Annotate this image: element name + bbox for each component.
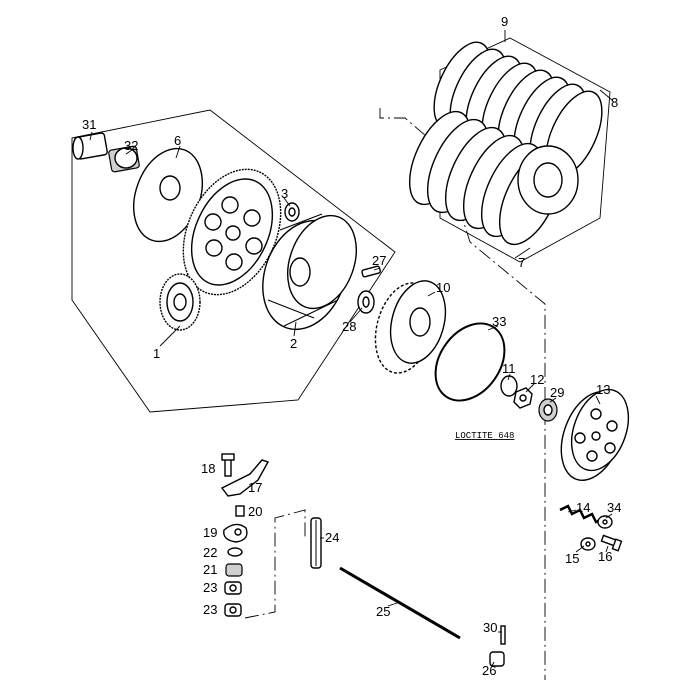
callout-11: 11 [502, 361, 516, 376]
clutch-disc-stack [408, 41, 603, 246]
callout-23-lower: 23 [203, 602, 217, 617]
callout-17: 17 [248, 480, 262, 495]
part-29-bearing [538, 398, 558, 422]
disc-pack-frame [439, 37, 611, 263]
callout-20: 20 [248, 504, 262, 519]
callout-7: 7 [518, 255, 525, 270]
callout-12: 12 [530, 372, 544, 387]
part-27-pin [361, 265, 381, 278]
callout-32: 32 [124, 138, 138, 153]
callout-25: 25 [376, 604, 390, 619]
part-31-bushing [72, 132, 108, 160]
callout-22: 22 [203, 545, 217, 560]
callout-6: 6 [174, 133, 181, 148]
callout-13: 13 [596, 382, 610, 397]
primary-gear-frame [71, 109, 396, 413]
callout-34: 34 [607, 500, 621, 515]
part-6-thrust-washer [133, 147, 203, 243]
part-23-bearing-lower [224, 603, 242, 617]
part-13-pressure-plate [560, 388, 630, 481]
callout-29: 29 [550, 385, 564, 400]
callout-23-upper: 23 [203, 580, 217, 595]
primary-driven-gear [182, 168, 282, 296]
part-25-push-rod [339, 566, 461, 640]
callout-8: 8 [611, 95, 618, 110]
part-28-washer [357, 290, 375, 314]
callout-1: 1 [153, 346, 160, 361]
part-30-pin [500, 625, 506, 645]
part-16-bolt [600, 534, 623, 552]
part-23-bearing-upper [224, 581, 242, 595]
part-11-lock-washer [500, 375, 518, 397]
part-10-inner-clutch-hub [374, 280, 447, 374]
part-21-seal [225, 563, 243, 577]
callout-15: 15 [565, 551, 579, 566]
callout-10: 10 [436, 280, 450, 295]
callout-2: 2 [290, 336, 297, 351]
callout-26: 26 [482, 663, 496, 678]
part-14-clutch-spring [559, 504, 605, 524]
part-20-bolt [235, 505, 245, 517]
dashed-assembly-line-left [244, 509, 306, 619]
part-34-washer [597, 515, 613, 529]
callout-9: 9 [501, 14, 508, 29]
callout-3: 3 [281, 186, 288, 201]
part-18-screw [221, 453, 235, 477]
note-loctite: LOCTITE 648 [455, 431, 514, 441]
callout-21: 21 [203, 562, 217, 577]
part-1-small-gear [159, 273, 201, 331]
callout-30: 30 [483, 620, 497, 635]
part-3-washer [284, 202, 300, 222]
callout-33: 33 [492, 314, 506, 329]
callout-16: 16 [598, 549, 612, 564]
part-12-nut [513, 387, 533, 409]
part-2-clutch-basket [262, 213, 357, 331]
disc-set-lower [408, 110, 579, 246]
callout-31: 31 [82, 117, 96, 132]
part-24-release-shaft [310, 517, 322, 569]
callout-27: 27 [372, 253, 386, 268]
part-15-washer [580, 537, 596, 551]
callout-14: 14 [576, 500, 590, 515]
part-32-needle-bearing [108, 145, 140, 173]
callout-18: 18 [201, 461, 215, 476]
leader-lines [89, 30, 613, 667]
callout-19: 19 [203, 525, 217, 540]
part-19-gasket [223, 523, 248, 543]
callout-28: 28 [342, 319, 356, 334]
callout-24: 24 [325, 530, 339, 545]
part-17-release-lever [220, 459, 270, 497]
part-22-o-ring [227, 547, 243, 557]
